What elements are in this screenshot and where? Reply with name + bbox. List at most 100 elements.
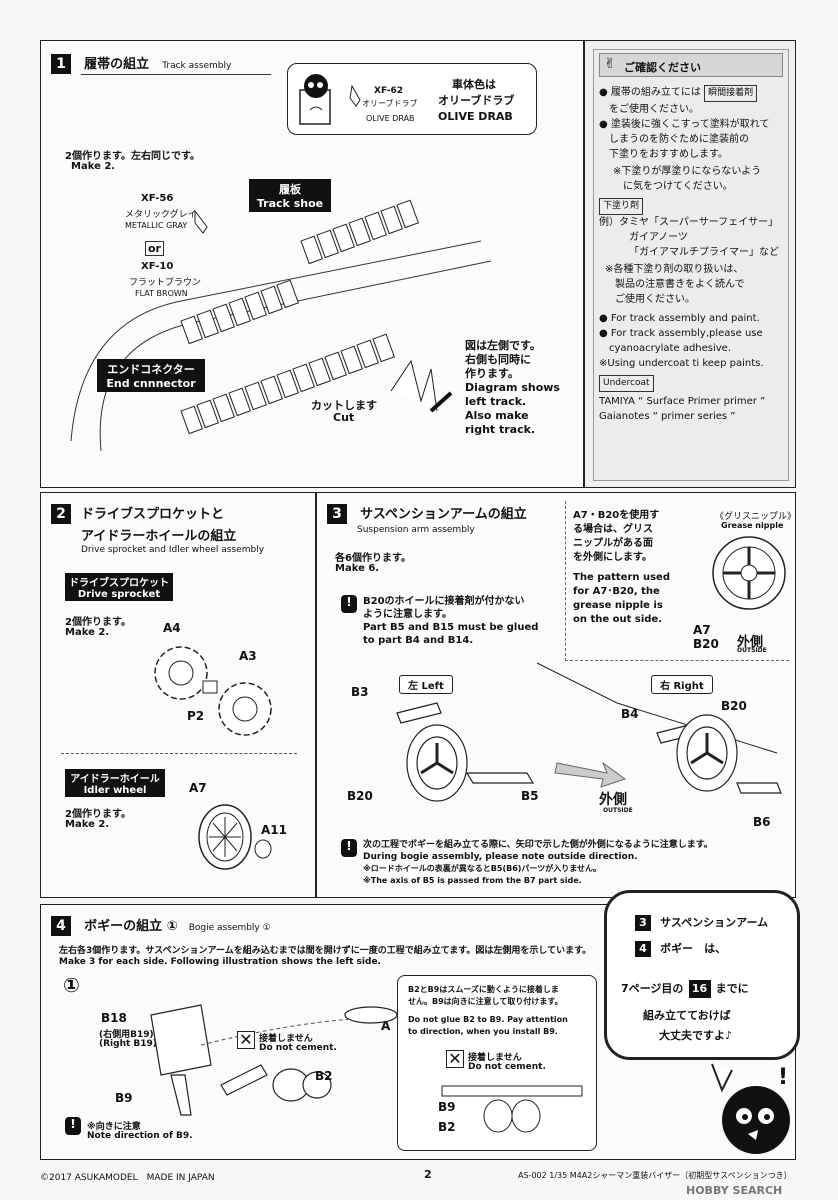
step-title-1: ドライブスプロケットと — [81, 507, 225, 522]
bubble-step-3: 3 — [635, 915, 651, 931]
no-cement-icon: ✕ — [446, 1050, 464, 1068]
footer-product: AS-002 1/35 M4A2シャーマン重装バイザー（初期型サスペンションつき… — [518, 1171, 792, 1180]
note-jp: ※向きに注意 — [87, 1122, 141, 1132]
grease-note: A7・B20を使用す る場合は、グリス ニップルがある面 を外側にします。 Th… — [573, 510, 670, 625]
suspension-illustration — [396, 662, 782, 802]
no-cement-en: Do not cement. — [259, 1043, 337, 1053]
outside-jp: 外側 — [737, 635, 764, 650]
step-title-en: Drive sprocket and Idler wheel assembly — [81, 545, 265, 555]
part-a: A — [381, 1019, 391, 1033]
part-b20: B20 — [693, 637, 719, 651]
step-title-en: Bogie assembly ① — [188, 923, 271, 933]
grease-en: Grease nipple — [721, 521, 784, 530]
outside-arrow-jp: 外側 — [599, 792, 627, 808]
bubble-line-3a: 7ページ目の — [621, 982, 684, 995]
make-en: Make 6. — [335, 563, 380, 574]
bubble-step-4: 4 — [635, 941, 651, 957]
bubble-line-3b: までに — [715, 982, 749, 995]
step-number: 3 — [327, 504, 347, 524]
b2-b9-note-box: B2とB9はスムーズに動くように接着しま せん。B9は向きに注意して取り付けます… — [397, 975, 597, 1151]
xf56-jp: メタリックグレイ — [125, 210, 197, 220]
outside-en: OUTSIDE — [737, 647, 767, 654]
bubble-line-1: サスペンションアーム — [660, 916, 769, 929]
warning-direction: 次の工程でボギーを組み立てる際に、矢印で示した側が外側になるように注意します。 … — [363, 840, 713, 885]
part-p2: P2 — [187, 709, 205, 723]
step-number: 1 — [51, 54, 71, 74]
or-label: or — [145, 241, 164, 256]
make-jp: 2個作ります。左右同じです。 — [65, 151, 200, 162]
part-b2: B2 — [315, 1069, 333, 1083]
substep-number: ① — [63, 973, 80, 997]
b9-b2-illustration — [441, 1085, 583, 1133]
bogie-illustration — [150, 1004, 398, 1116]
paint-en: OLIVE DRAB — [366, 114, 415, 123]
paint-jp: オリーブドラブ — [362, 99, 418, 108]
step-header: 2 — [51, 503, 71, 524]
intro-en: Make 3 for each side. Following illustra… — [59, 957, 381, 967]
drive-sprocket-label: ドライブスプロケット Drive sprocket — [65, 573, 173, 601]
right-tag: 右 Right — [651, 675, 713, 694]
track-illustration — [70, 199, 492, 452]
make2-en: Make 2. — [65, 819, 110, 830]
paint-callout: XF-62 オリーブドラブ OLIVE DRAB 車体色は オリーブドラブ OL… — [287, 63, 537, 135]
warning-icon: ! — [65, 1117, 81, 1135]
step-header: 3 サスペンションアームの組立 — [327, 503, 527, 524]
part-b3: B3 — [351, 685, 369, 699]
mascot-bubble: 3 サスペンションアーム 4 ボギー は、 7ページ目の 16 までに 組み立て… — [604, 890, 800, 1060]
xf56-code: XF-56 — [141, 193, 174, 204]
part-b18: B18 — [101, 1011, 127, 1025]
part-a11: A11 — [261, 823, 287, 837]
cut-en: Cut — [333, 411, 355, 424]
box-part-b9: B9 — [438, 1100, 456, 1114]
warning-icon: ! — [341, 839, 357, 857]
warning-glue: B20のホイールに接着剤が付かない ように注意します。 Part B5 and … — [363, 596, 539, 646]
xf10-code: XF-10 — [141, 261, 174, 272]
body-color-jp: 車体色は — [452, 78, 496, 91]
note-en: Note direction of B9. — [87, 1131, 193, 1141]
part-b4: B4 — [621, 707, 639, 721]
section-track-assembly: 1 履帯の組立 Track assembly XF-62 オリーブドラブ OLI… — [40, 40, 584, 488]
warning-icon: ! — [341, 595, 357, 613]
confirm-body: ● 履帯の組み立てには 瞬間接着剤 をご使用ください。 ● 塗装後に強くこすって… — [599, 85, 779, 422]
no-cement-icon: ✕ — [237, 1031, 255, 1049]
make2-jp: 2個作ります。 — [65, 809, 131, 820]
box-part-b2: B2 — [438, 1120, 456, 1134]
box-no-cement-en: Do not cement. — [468, 1062, 546, 1072]
step-header: 4 ボギーの組立 ① Bogie assembly ① — [51, 915, 271, 936]
part-b9: B9 — [115, 1091, 133, 1105]
bubble-line-5: 大丈夫ですよ♪ — [659, 1029, 733, 1042]
xf10-jp: フラットブラウン — [129, 278, 202, 288]
step-number: 2 — [51, 504, 71, 524]
part-b19-jp: (右側用B19) — [99, 1030, 154, 1040]
paint-code: XF-62 — [374, 86, 404, 96]
xf56-en: METALLIC GRAY — [125, 221, 188, 230]
idler-wheel-illustration — [198, 804, 272, 870]
diagram-note: 図は左側です。 右側も同時に 作ります。 Diagram shows left … — [465, 339, 560, 436]
confirm-title: ご確認ください — [624, 61, 701, 74]
section-suspension-arm: 3 サスペンションアームの組立 Suspension arm assembly … — [316, 492, 796, 898]
sprocket-illustration — [154, 646, 272, 736]
part-b5: B5 — [521, 789, 539, 803]
footer-copyright: ©2017 ASUKAMODEL MADE IN JAPAN — [40, 1173, 215, 1183]
box-no-cement-jp: 接着しません — [468, 1053, 522, 1063]
grease-jp: 《グリスニップル》 — [715, 512, 797, 522]
step-title-en: Suspension arm assembly — [357, 525, 475, 535]
cut-jp: カットします — [311, 399, 377, 412]
no-cement-jp: 接着しません — [259, 1034, 313, 1044]
svg-text:!: ! — [778, 1065, 788, 1090]
bubble-step-16: 16 — [688, 980, 711, 998]
idler-wheel-label: アイドラーホイール Idler wheel — [65, 769, 165, 797]
part-b6: B6 — [753, 815, 771, 829]
make-jp: 2個作ります。 — [65, 617, 131, 628]
bubble-line-2: ボギー は、 — [660, 942, 727, 955]
mascot-icon: ! — [711, 1063, 790, 1154]
outside-arrow-en: OUTSIDE — [603, 807, 633, 814]
step-title: サスペンションアームの組立 — [360, 507, 527, 522]
page-number: 2 — [424, 1168, 432, 1181]
step-title: 履帯の組立 — [84, 57, 150, 72]
track-shoe-label: 履板 Track shoe — [249, 179, 331, 212]
make-jp: 各6個作ります。 — [335, 553, 411, 564]
part-b20-right: B20 — [721, 699, 747, 713]
section-sprocket-idler: 2 ドライブスプロケットと アイドラーホイールの組立 Drive sprocke… — [40, 492, 316, 898]
confirm-box: ✌ ご確認ください ● 履帯の組み立てには 瞬間接着剤 をご使用ください。 ● … — [584, 40, 796, 488]
